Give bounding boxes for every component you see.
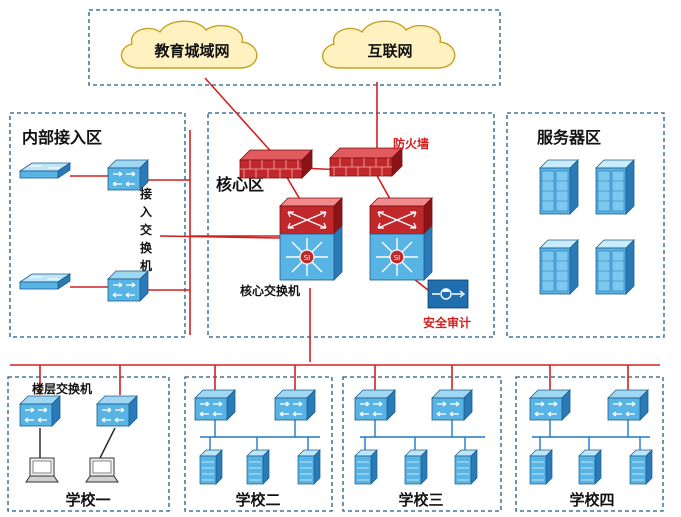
school-2-server-1 xyxy=(199,449,223,485)
access-switch-bottom xyxy=(107,270,149,302)
access-switch-vertical-label: 接入交换机 xyxy=(140,186,153,273)
school-4-switch-2 xyxy=(607,389,649,421)
core-switch-label: 核心交换机 xyxy=(240,283,300,298)
firewall-left xyxy=(239,149,313,179)
core-switch-right xyxy=(369,197,433,281)
access-switch-label-text: 接入交换机 xyxy=(140,186,153,273)
school-4-server-2 xyxy=(578,449,602,485)
school-3-server-3 xyxy=(454,449,478,485)
blue-school-links xyxy=(200,420,650,452)
school-4-zone-border xyxy=(515,376,664,512)
school-4-server-1 xyxy=(529,449,553,485)
school-4-switch-1 xyxy=(529,389,571,421)
school-3-switch-1 xyxy=(354,389,396,421)
education-network-label: 教育城域网 xyxy=(153,42,229,60)
school-4-label: 学校四 xyxy=(569,491,614,509)
internal-access-zone-border xyxy=(9,112,186,338)
firewall-label: 防火墙 xyxy=(393,136,429,151)
school-2-switch-2 xyxy=(274,389,316,421)
security-audit-label: 安全审计 xyxy=(423,315,471,330)
school-2-server-2 xyxy=(246,449,270,485)
school-2-label: 学校二 xyxy=(235,491,280,509)
school-1-zone-border xyxy=(7,376,170,512)
access-switch-top xyxy=(107,159,149,191)
internet-cloud: 互联网 xyxy=(322,20,456,69)
school-3-zone-border xyxy=(342,376,502,512)
red-network-links xyxy=(10,77,660,395)
school-1-laptop-1 xyxy=(25,457,59,483)
core-switch-left xyxy=(279,197,343,281)
school-2-server-3 xyxy=(297,449,321,485)
school-1-switch-2 xyxy=(96,395,138,427)
server-rack-3 xyxy=(539,239,579,295)
school-3-server-2 xyxy=(404,449,428,485)
school-1-label: 学校一 xyxy=(65,491,110,509)
server-rack-2 xyxy=(595,159,635,215)
school-2-zone-border xyxy=(184,376,333,512)
school-4-server-3 xyxy=(629,449,653,485)
school-3-server-1 xyxy=(354,449,378,485)
core-zone-label: 核心区 xyxy=(216,175,264,194)
workgroup-switch-bottom xyxy=(19,273,71,290)
school-3-label: 学校三 xyxy=(398,491,443,509)
server-rack-4 xyxy=(595,239,635,295)
school-1-switch-1 xyxy=(19,395,61,427)
wan-zone-border xyxy=(88,9,501,86)
security-audit-device xyxy=(427,279,469,309)
school-1-pc-links xyxy=(39,427,116,459)
education-network-cloud: 教育城域网 xyxy=(120,20,258,69)
server-rack-1 xyxy=(539,159,579,215)
floor-switch-label: 楼层交换机 xyxy=(32,381,92,396)
workgroup-switch-top xyxy=(19,162,71,179)
school-2-switch-1 xyxy=(194,389,236,421)
school-3-switch-2 xyxy=(431,389,473,421)
internal-access-zone-label: 内部接入区 xyxy=(22,128,102,147)
internet-label: 互联网 xyxy=(367,42,412,60)
firewall-right xyxy=(329,147,403,177)
server-zone-label: 服务器区 xyxy=(537,128,601,147)
core-zone-border xyxy=(207,112,495,338)
school-1-laptop-2 xyxy=(85,457,119,483)
server-zone-border xyxy=(506,112,665,338)
